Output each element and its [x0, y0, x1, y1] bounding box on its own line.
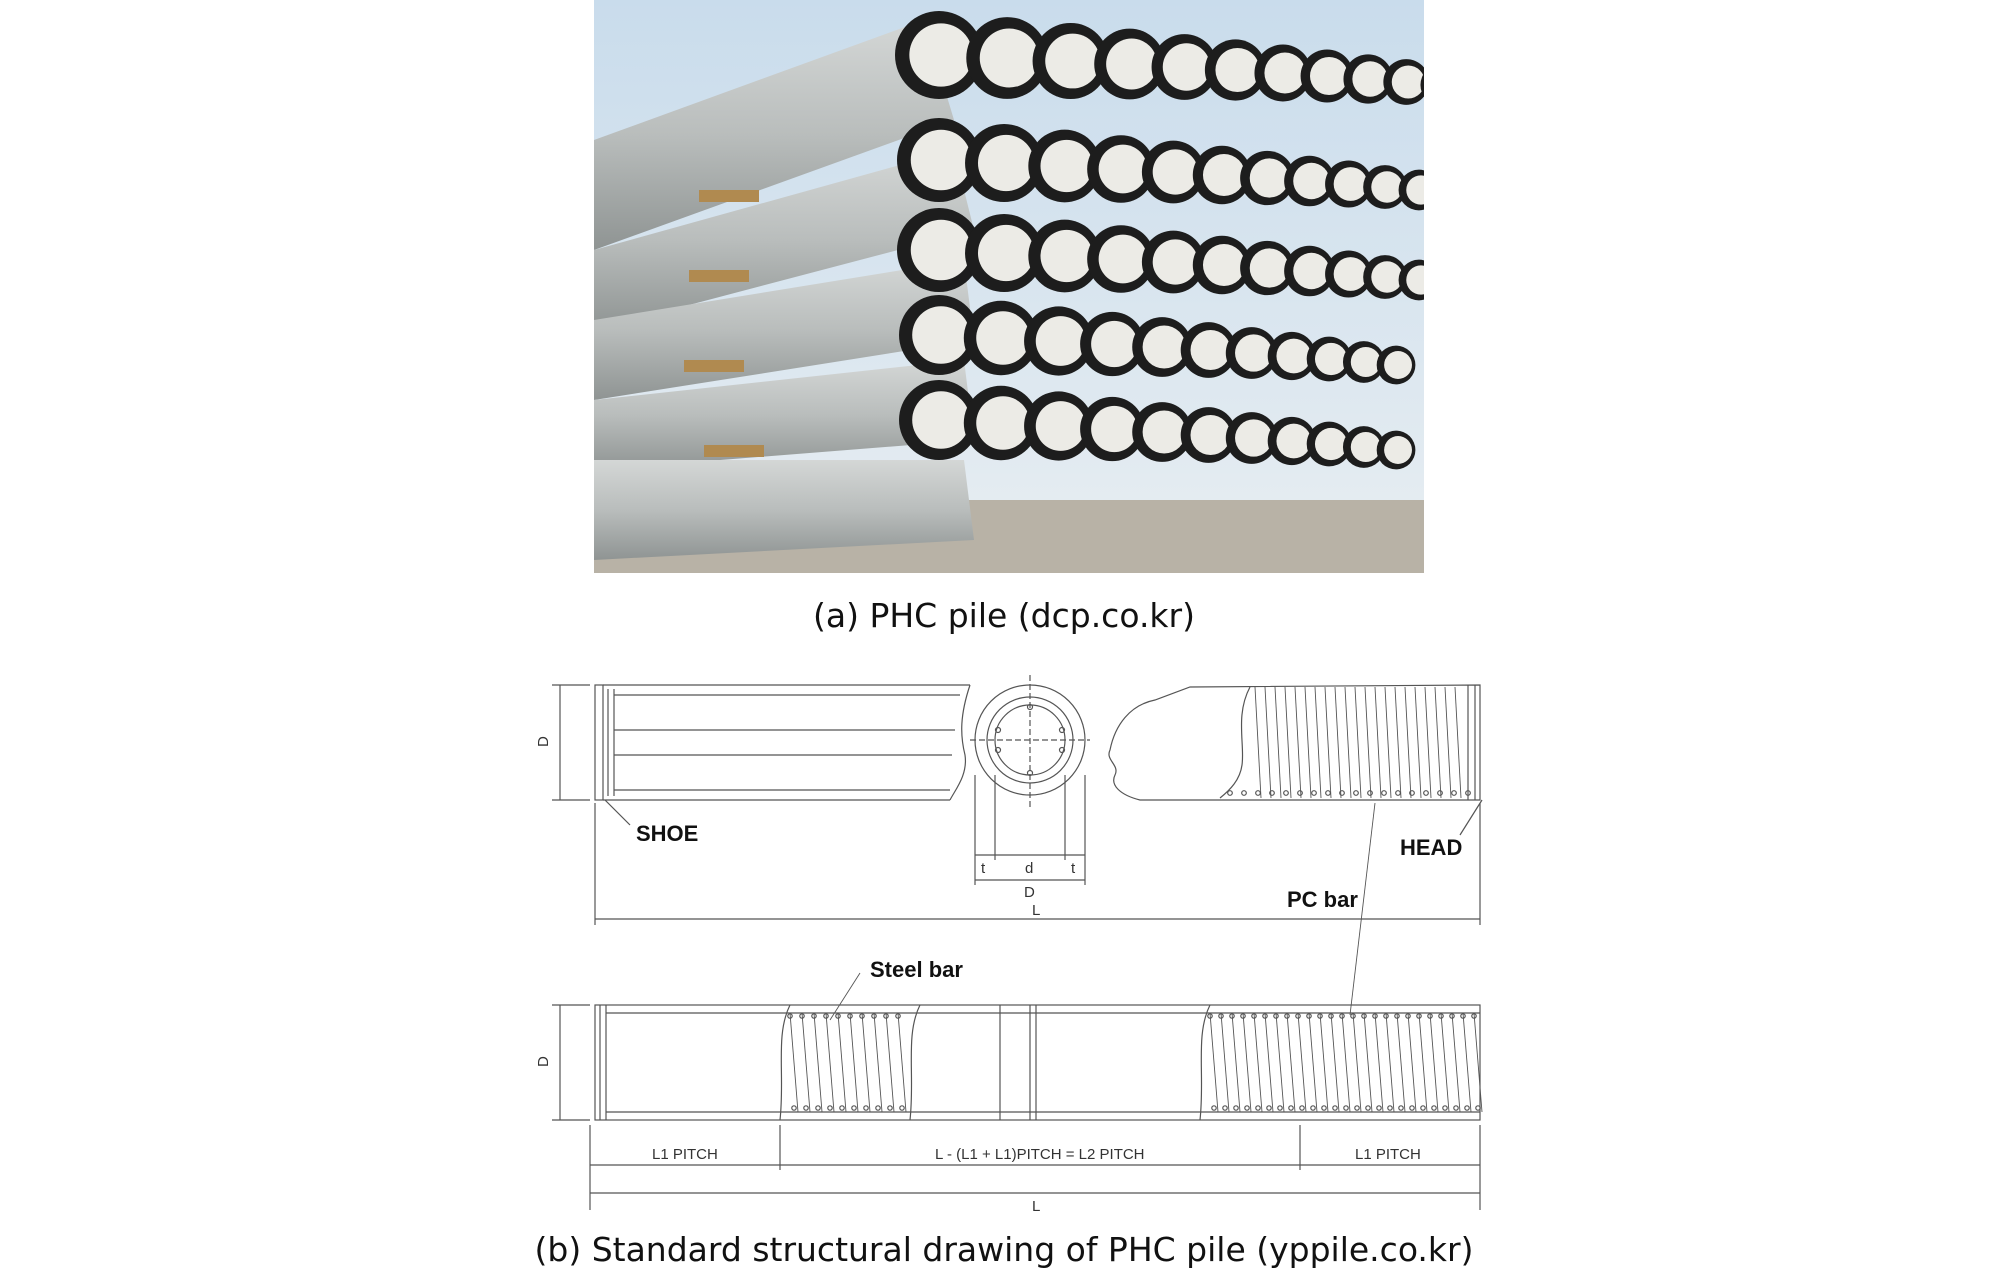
pipe-end: [1028, 129, 1101, 203]
steel-bar-label: Steel bar: [870, 957, 963, 982]
pipe-end: [1225, 412, 1278, 464]
l1-pitch-right-label: L1 PITCH: [1355, 1146, 1421, 1163]
d-label-top: D: [535, 736, 552, 747]
pipe-end: [963, 300, 1039, 376]
pipe-end: [1325, 250, 1373, 298]
pipe-end: [899, 380, 979, 460]
structural-drawing-svg: D SHOE t d t D: [535, 675, 1483, 1215]
pipe-end: [1080, 311, 1145, 377]
pipe-end: [1254, 44, 1312, 102]
pipe-end: [1087, 135, 1155, 203]
shoe-label: SHOE: [636, 821, 698, 846]
pipe-end: [1024, 306, 1094, 376]
phc-pile-stack-image: [594, 0, 1424, 573]
structural-drawing: D SHOE t d t D: [530, 675, 1510, 1225]
phc-pile-photo: [594, 0, 1424, 573]
l-label-bottom: L: [1032, 1198, 1040, 1215]
pipe-end: [1180, 322, 1237, 378]
pipe-end: [1087, 225, 1155, 293]
l-label-top: L: [1032, 902, 1040, 919]
pipe-end: [965, 213, 1044, 293]
pipe-end: [1267, 331, 1316, 381]
pipe-end: [1267, 416, 1316, 466]
pipe-end: [1204, 39, 1267, 101]
t-left-label: t: [981, 860, 986, 877]
pipe-end: [899, 295, 979, 375]
pipe-end: [1342, 341, 1385, 383]
pipe-end: [1398, 169, 1424, 211]
pipe-end: [897, 118, 981, 202]
d-section-label: D: [1024, 884, 1035, 901]
pipe-end: [1325, 160, 1373, 208]
t-right-label: t: [1071, 860, 1076, 877]
pipe-end: [1192, 235, 1252, 295]
pipe-end: [1398, 259, 1424, 301]
pipe-end: [966, 17, 1049, 99]
pipe-end: [1024, 391, 1094, 461]
pipe-end: [1225, 327, 1278, 379]
pipe-end: [1094, 28, 1166, 100]
pipe-end: [1306, 336, 1352, 382]
pipe-end: [1240, 150, 1295, 206]
head-label: HEAD: [1400, 835, 1462, 860]
pipe-end: [1032, 22, 1109, 100]
caption-a: (a) PHC pile (dcp.co.kr): [813, 596, 1195, 635]
pipe-end: [897, 208, 981, 292]
pipe-end: [1284, 155, 1335, 207]
pipe-end: [1300, 49, 1354, 103]
pc-bar-springs-top: [1254, 686, 1462, 799]
pipe-end: [1192, 145, 1252, 205]
pipe-end: [1343, 54, 1393, 104]
caption-b: (b) Standard structural drawing of PHC p…: [534, 1230, 1474, 1269]
pipe-end: [1141, 230, 1205, 294]
pipe-end: [965, 123, 1044, 203]
pipe-end: [1028, 219, 1101, 293]
pipe-end: [1363, 165, 1407, 209]
pipe-end: [1151, 34, 1218, 100]
pipe-end: [1342, 426, 1385, 468]
d-label-bottom: D: [535, 1056, 552, 1067]
pc-bar-label: PC bar: [1287, 887, 1358, 912]
pipe-end: [963, 385, 1039, 461]
pipe-end: [1284, 245, 1335, 297]
pipe-end: [1080, 396, 1145, 462]
pipe-end: [1420, 73, 1424, 97]
pipe-end: [1240, 240, 1295, 296]
pipe-end: [1132, 402, 1193, 462]
pipe-end: [895, 11, 983, 99]
steel-bar-springs: [787, 1012, 1483, 1113]
pipe-end: [1383, 59, 1424, 105]
pipe-end: [1376, 430, 1416, 470]
pipe-end: [1141, 140, 1205, 204]
pipe-end: [1180, 407, 1237, 463]
shoe-plate: [594, 684, 604, 801]
d-inner-label: d: [1025, 860, 1033, 877]
pile-elevation-bottom: [594, 1004, 1481, 1121]
pipe-end: [1376, 345, 1416, 385]
pipe-end: [1132, 317, 1193, 377]
l1-pitch-left-label: L1 PITCH: [652, 1146, 718, 1163]
pipe-end: [1306, 421, 1352, 467]
pipe-end: [1363, 255, 1407, 299]
middle-pitch-label: L - (L1 + L1)PITCH = L2 PITCH: [935, 1146, 1145, 1163]
